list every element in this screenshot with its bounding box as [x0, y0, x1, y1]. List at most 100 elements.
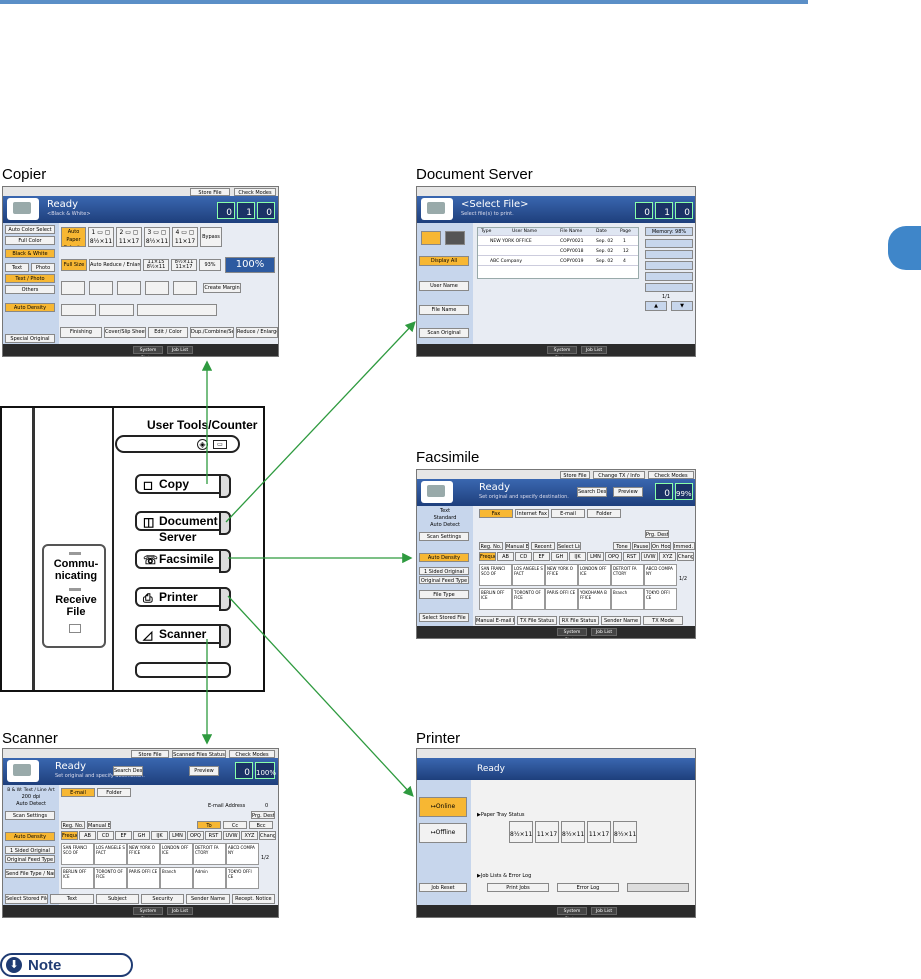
- job-list-button[interactable]: Job List: [591, 628, 617, 636]
- one-sided-original-button[interactable]: 1 Sided Original: [5, 846, 55, 854]
- user-name-button[interactable]: User Name: [419, 281, 469, 291]
- destination-item[interactable]: TORONTO OF FICE: [94, 867, 127, 889]
- index-key-opq[interactable]: OPQ: [605, 552, 622, 561]
- scan-settings-button[interactable]: Scan Settings: [419, 532, 469, 541]
- display-all-button[interactable]: Display All: [419, 256, 469, 266]
- tab-fax[interactable]: Fax: [479, 509, 513, 518]
- reg-no-button[interactable]: Reg. No.: [479, 542, 503, 550]
- combine-2-button[interactable]: [89, 281, 113, 295]
- destination-item[interactable]: SAN FRANCI SCO OF: [479, 564, 512, 586]
- create-margin-button[interactable]: Create Margin: [203, 283, 241, 293]
- job-list-button[interactable]: Job List: [581, 346, 607, 354]
- auto-color-select-button[interactable]: Auto Color Select: [5, 225, 55, 234]
- list-view-button[interactable]: [421, 231, 441, 245]
- pause-button[interactable]: Pause: [632, 542, 650, 550]
- staple-button[interactable]: [61, 304, 96, 316]
- page-up-button[interactable]: ▲: [645, 301, 667, 311]
- index-key-ijk[interactable]: IJK: [151, 831, 168, 840]
- reduce-enlarge-button[interactable]: Reduce / Enlarge: [236, 327, 278, 338]
- scanned-files-status-button[interactable]: Scanned Files Status: [172, 750, 226, 758]
- scan-original-button[interactable]: Scan Original: [419, 328, 469, 338]
- tab-folder[interactable]: Folder: [97, 788, 131, 797]
- offline-button[interactable]: ↦Offline: [419, 823, 467, 843]
- side-button[interactable]: [645, 283, 693, 292]
- index-key-cd[interactable]: CD: [515, 552, 532, 561]
- job-reset-button[interactable]: Job Reset: [419, 883, 467, 892]
- index-key-frequent[interactable]: Frequent: [479, 552, 496, 561]
- finishing-button[interactable]: Finishing: [60, 327, 102, 338]
- index-key-lmn[interactable]: LMN: [587, 552, 604, 561]
- index-key-gh[interactable]: GH: [551, 552, 568, 561]
- full-size-button[interactable]: Full Size: [61, 259, 87, 271]
- index-key-gh[interactable]: GH: [133, 831, 150, 840]
- store-file-button[interactable]: Store File: [560, 471, 590, 479]
- destination-item[interactable]: BERLIN OFF ICE: [61, 867, 94, 889]
- text-photo-button[interactable]: Text / Photo: [5, 274, 55, 283]
- scanner-bottom-button[interactable]: Sender Name: [186, 894, 230, 904]
- to-button[interactable]: To: [197, 821, 221, 829]
- blank-key[interactable]: [135, 662, 231, 678]
- search-dest-button[interactable]: Search Dest.: [113, 766, 143, 776]
- recent-button[interactable]: Recent: [531, 542, 555, 550]
- destination-item[interactable]: NEW YORK O FFICE: [127, 843, 160, 865]
- preset-reduce-button[interactable]: 11×15 8½×11: [143, 259, 169, 271]
- file-name-button[interactable]: File Name: [419, 305, 469, 315]
- dup-combine-series-button[interactable]: Dup./Combine/Series: [190, 327, 234, 338]
- index-key-change-title[interactable]: Change Title: [677, 552, 694, 561]
- destination-item[interactable]: PARIS OFFI CE: [127, 867, 160, 889]
- bypass-button[interactable]: Bypass: [200, 227, 222, 247]
- destination-item[interactable]: ABCD COMPA NY: [644, 564, 677, 586]
- index-key-xyz[interactable]: XYZ: [241, 831, 258, 840]
- destination-item[interactable]: PARIS OFFI CE: [545, 588, 578, 610]
- index-key-xyz[interactable]: XYZ: [659, 552, 676, 561]
- spool-button[interactable]: [627, 883, 689, 892]
- system-status-button[interactable]: System Status: [557, 628, 587, 636]
- cover-slip-sheet-button[interactable]: Cover/Slip Sheet: [104, 327, 146, 338]
- combine-4-button[interactable]: [145, 281, 169, 295]
- search-dest-button[interactable]: Search Dest.: [577, 487, 607, 497]
- sender-name-button[interactable]: Sender Name: [601, 616, 641, 625]
- index-key-rst[interactable]: RST: [205, 831, 222, 840]
- check-modes-button[interactable]: Check Modes: [648, 471, 694, 479]
- scanner-bottom-button[interactable]: Select Stored File: [5, 894, 49, 904]
- rx-file-status-button[interactable]: RX File Status: [559, 616, 599, 625]
- tx-mode-button[interactable]: TX Mode: [643, 616, 683, 625]
- destination-item[interactable]: LOS ANGELE S FACT: [512, 564, 545, 586]
- destination-item[interactable]: LONDON OFF ICE: [578, 564, 611, 586]
- others-button[interactable]: Others: [5, 285, 55, 294]
- job-list-button[interactable]: Job List: [167, 907, 193, 915]
- special-original-button[interactable]: Special Original: [5, 334, 55, 343]
- tab-folder[interactable]: Folder: [587, 509, 621, 518]
- reg-no-button[interactable]: Reg. No.: [61, 821, 85, 829]
- tab-internet-fax[interactable]: Internet Fax: [515, 509, 549, 518]
- duplex-button[interactable]: [137, 304, 217, 316]
- combine-3-button[interactable]: [117, 281, 141, 295]
- index-key-lmn[interactable]: LMN: [169, 831, 186, 840]
- error-log-button[interactable]: Error Log: [557, 883, 619, 892]
- manual-email-rx-button[interactable]: Manual E-mail RX: [475, 616, 515, 625]
- side-button[interactable]: [645, 272, 693, 281]
- photo-mode-button[interactable]: Photo: [31, 263, 55, 272]
- index-key-ijk[interactable]: IJK: [569, 552, 586, 561]
- check-modes-button[interactable]: Check Modes: [229, 750, 275, 758]
- check-modes-button[interactable]: Check Modes: [234, 188, 276, 196]
- destination-item[interactable]: Admin: [193, 867, 226, 889]
- manual-entry-button[interactable]: Manual Entry: [87, 821, 111, 829]
- tx-file-status-button[interactable]: TX File Status: [517, 616, 557, 625]
- system-status-button[interactable]: System Status: [133, 346, 163, 354]
- destination-item[interactable]: DETROIT FA CTORY: [611, 564, 644, 586]
- preset-enlarge-button[interactable]: 8½×11 11×17: [171, 259, 197, 271]
- side-button[interactable]: [645, 261, 693, 270]
- scanner-bottom-button[interactable]: Subject: [95, 894, 139, 904]
- side-button[interactable]: [645, 250, 693, 259]
- destination-item[interactable]: SAN FRANCI SCO OF: [61, 843, 94, 865]
- text-mode-button[interactable]: Text: [5, 263, 29, 272]
- full-color-button[interactable]: Full Color: [5, 236, 55, 245]
- select-stored-file-button[interactable]: Select Stored File: [419, 613, 469, 622]
- scanner-bottom-button[interactable]: Recept. Notice: [231, 894, 275, 904]
- tray-1-button[interactable]: 1 ▭ ▢ 8½×11: [88, 227, 114, 247]
- index-key-change-title[interactable]: Change Title: [259, 831, 276, 840]
- manual-entry-button[interactable]: Manual Entry: [505, 542, 529, 550]
- one-sided-original-button[interactable]: 1 Sided Original: [419, 567, 469, 575]
- facsimile-key[interactable]: ☏Facsimile: [135, 549, 231, 573]
